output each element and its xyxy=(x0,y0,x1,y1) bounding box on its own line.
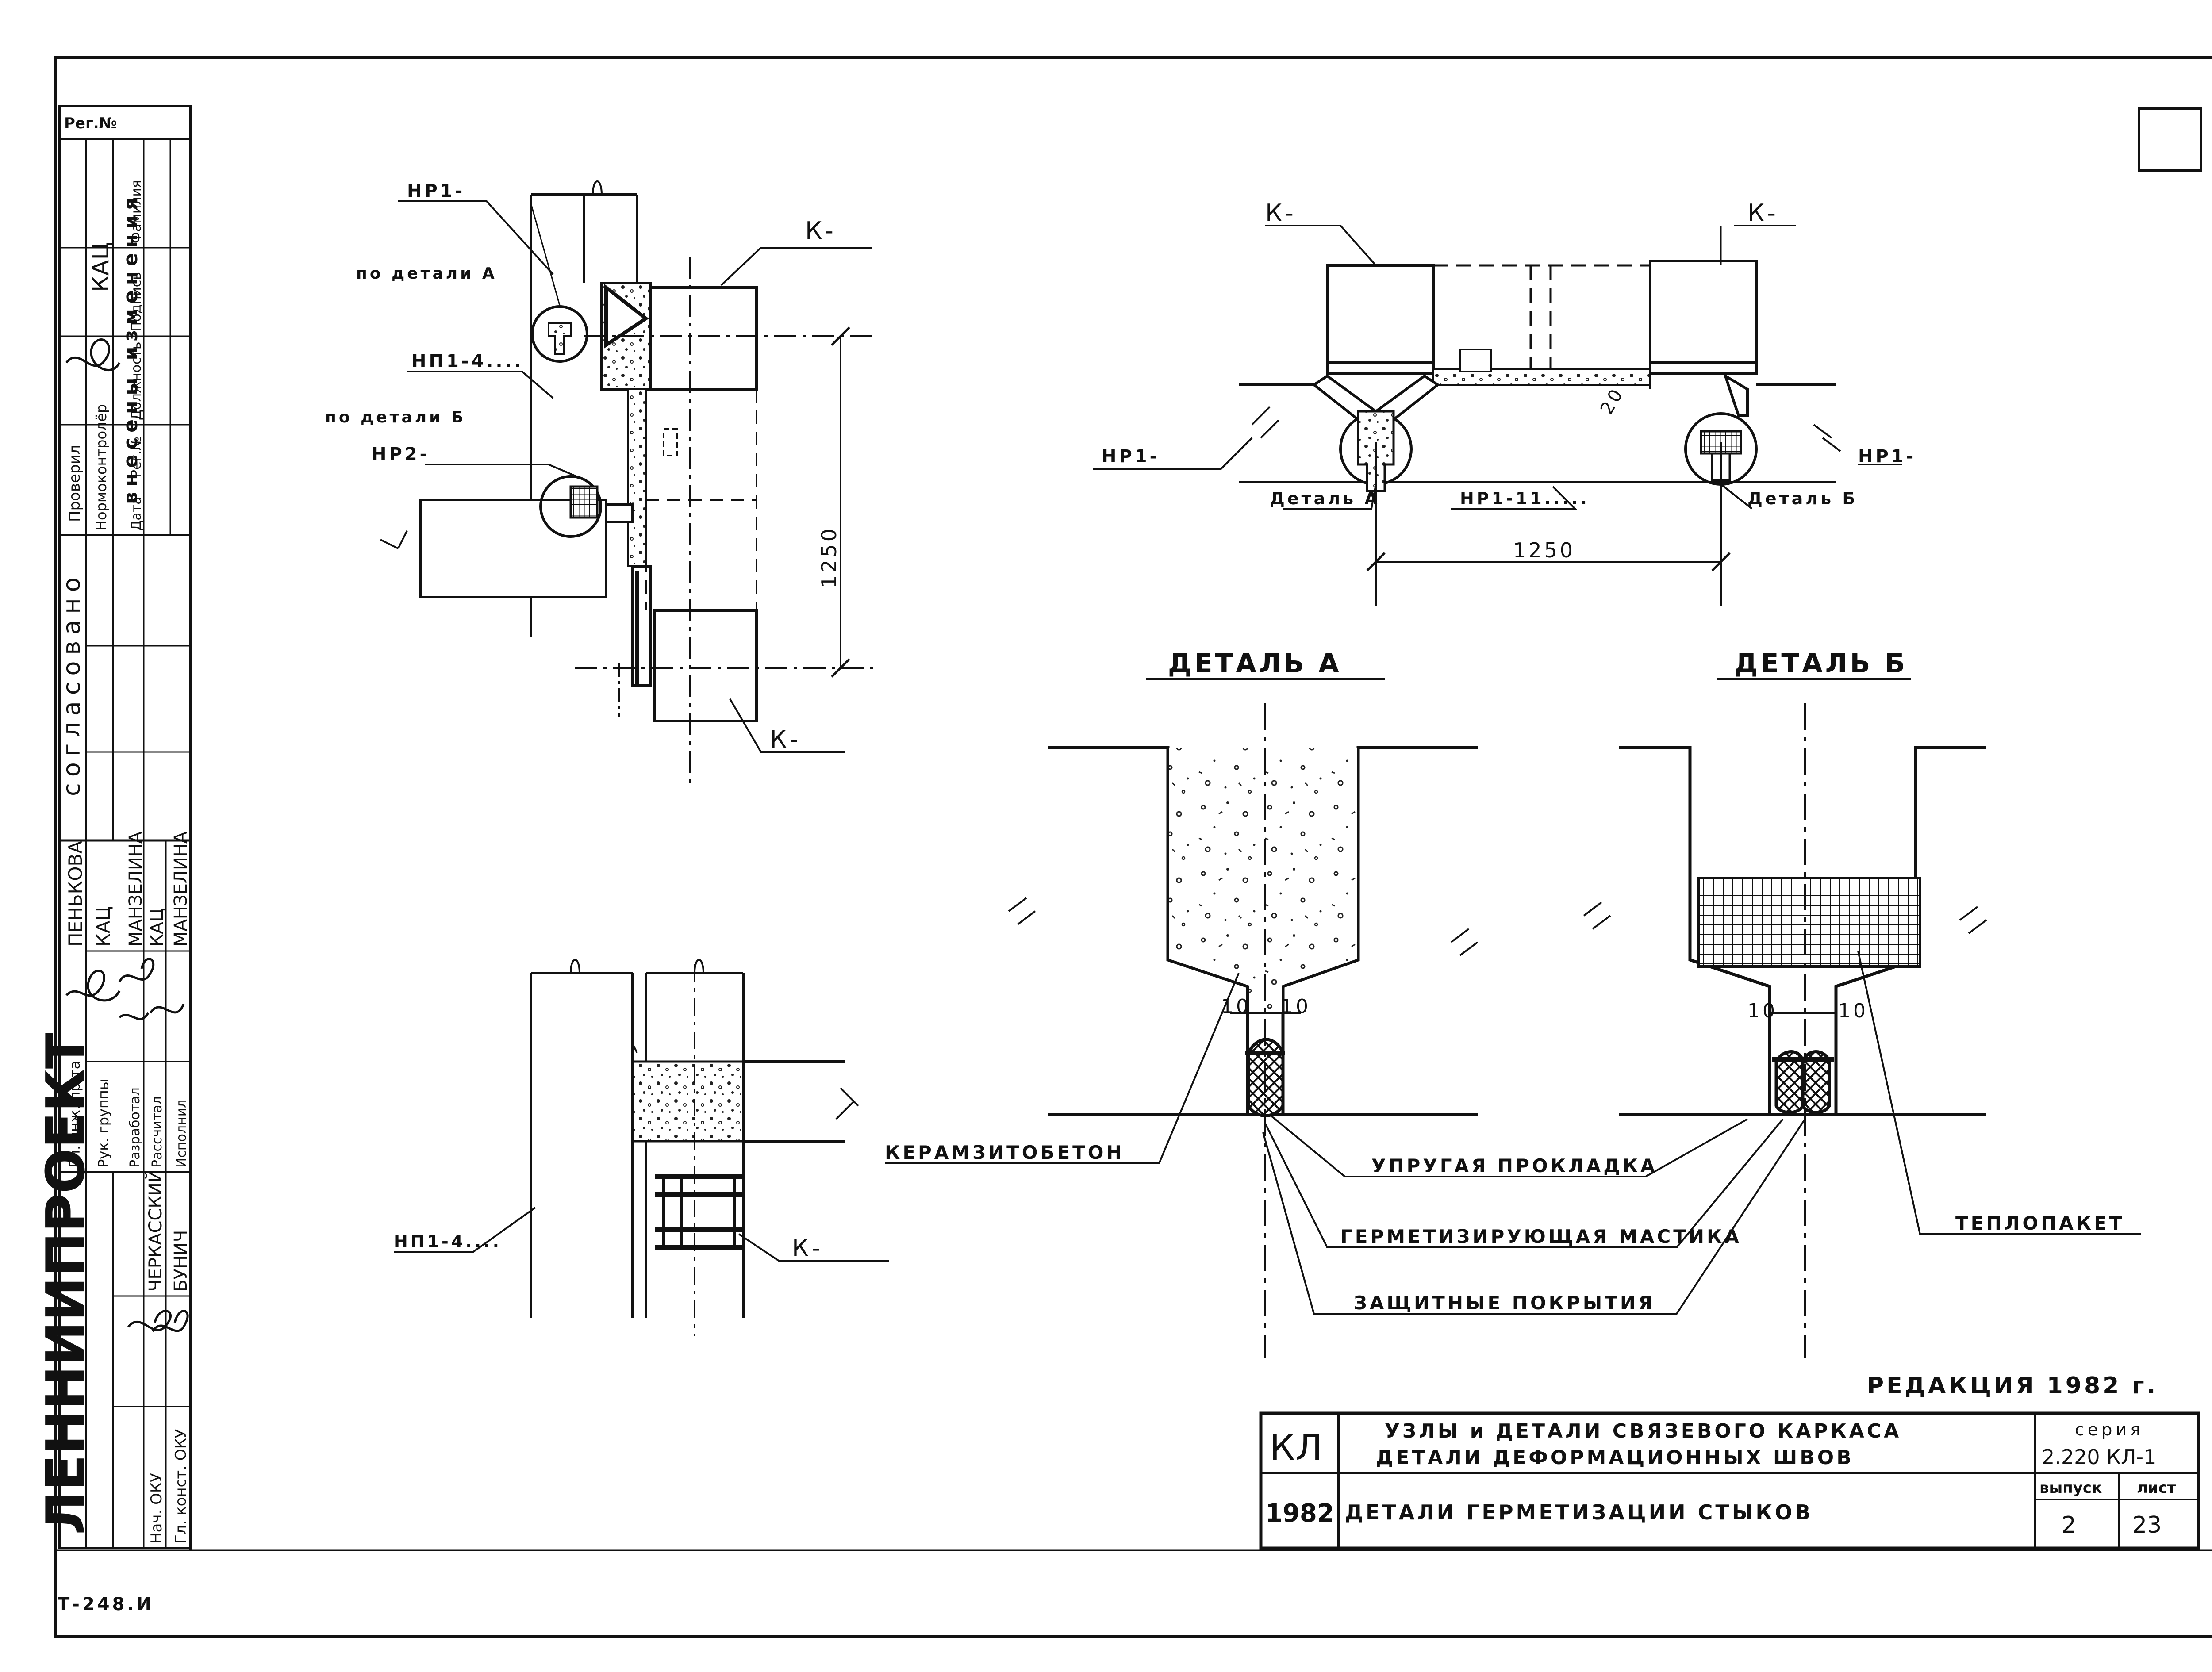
detail-b-gap-right: 10 xyxy=(1838,1000,1868,1022)
section-bottom-left-labels: НП1-4.... К- xyxy=(394,1232,823,1262)
label-detal-b: Деталь Б xyxy=(1747,489,1858,508)
tb-issue-value: 2 xyxy=(2062,1512,2076,1538)
plan-top-left-labels: НР1- по детали А НП1-4.... по детали Б Н… xyxy=(325,181,841,753)
signature-developed xyxy=(118,958,155,983)
label-np2: НР2- xyxy=(372,444,430,464)
signature-executed xyxy=(149,1004,185,1014)
changes-header: внесены изменения xyxy=(119,192,142,504)
name-chief-constructor: БУНИЧ xyxy=(171,1230,191,1292)
label-k-bottom-left: К- xyxy=(770,725,801,753)
callout-keramzitobeton: КЕРАМЗИТОБЕТОН xyxy=(885,1142,1125,1163)
role-developed: Разработал xyxy=(127,1087,143,1168)
name-head-oku: ЧЕРКАССКИЙ xyxy=(145,1169,166,1292)
tb-issue-label: выпуск xyxy=(2039,1479,2102,1497)
signature-chief-engineer xyxy=(65,970,121,1002)
agreed-label: согласовано xyxy=(58,571,85,796)
label-k-top-left: К- xyxy=(805,217,836,245)
change-col-signature: Подпись xyxy=(129,272,144,332)
signature-head-oku xyxy=(127,1310,172,1331)
label-np1-4-bottom: НП1-4.... xyxy=(394,1232,502,1251)
edition-note: РЕДАКЦИЯ 1982 г. xyxy=(1867,1373,2158,1399)
tb-year: 1982 xyxy=(1265,1499,1334,1528)
detail-a-gap-right: 10 xyxy=(1281,995,1311,1018)
norm-control-label: Нормоконтролёр xyxy=(93,404,110,531)
role-executed: Исполнил xyxy=(174,1100,189,1168)
role-chief-engineer: Гл. инж. пр-та xyxy=(66,1061,83,1168)
label-np1-4-top: НП1-4.... xyxy=(411,351,524,372)
dim-1250-top-left: 1250 xyxy=(817,526,841,588)
detail-b-title: ДЕТАЛЬ Б xyxy=(1734,648,1908,679)
dim-1250-top-right: 1250 xyxy=(1513,538,1575,562)
role-head-oku: Нач. ОКУ xyxy=(148,1473,165,1544)
role-chief-constructor: Гл. конст. ОКУ xyxy=(172,1429,190,1544)
callout-teplopaket: ТЕПЛОПАКЕТ xyxy=(1955,1212,2124,1234)
tb-sheet-title: ДЕТАЛИ ГЕРМЕТИЗАЦИИ СТЫКОВ xyxy=(1345,1500,1813,1524)
bottom-code: Т-248.И xyxy=(58,1594,154,1614)
name-calculated: КАЦ xyxy=(147,908,167,947)
role-calculated: Рассчитал xyxy=(150,1096,165,1168)
label-po-detali-b: по детали Б xyxy=(325,408,466,426)
detail-a-labels: ДЕТАЛЬ А 10 10 xyxy=(1168,648,1342,1018)
callout-mastika: ГЕРМЕТИЗИРУЮЩАЯ МАСТИКА xyxy=(1340,1226,1742,1247)
change-col-date: Дата xyxy=(129,496,144,531)
name-chief-engineer: ПЕНЬКОВА xyxy=(65,841,86,947)
label-np1-11: НР1-11..... xyxy=(1460,489,1590,508)
title-block-texts: КЛ 1982 УЗЛЫ и ДЕТАЛИ СВЯЗЕВОГО КАРКАСА … xyxy=(1265,1420,2176,1538)
callout-pokrytiya: ЗАЩИТНЫЕ ПОКРЫТИЯ xyxy=(1354,1292,1655,1314)
label-k-top-right-1: К- xyxy=(1265,199,1296,227)
plan-top-left xyxy=(380,180,876,787)
side-stamp-texts: ЛЕННИИПРОЕКТ согласовано внесены изменен… xyxy=(35,180,191,1544)
dim-20: 20 xyxy=(1597,384,1628,418)
detail-a-title: ДЕТАЛЬ А xyxy=(1168,648,1342,679)
label-k-bottom: К- xyxy=(792,1234,823,1262)
signature-chief-constructor xyxy=(151,1310,189,1332)
callout-labels: КЕРАМЗИТОБЕТОН УПРУГАЯ ПРОКЛАДКА ГЕРМЕТИ… xyxy=(885,1142,2124,1314)
tb-sheet-label: лист xyxy=(2137,1479,2176,1497)
signatures xyxy=(65,338,189,1332)
name-group-head: КАЦ xyxy=(92,906,114,947)
label-po-detali-a: по детали А xyxy=(356,265,497,283)
checked-label: Проверил xyxy=(66,445,84,522)
tb-title-line2: ДЕТАЛИ ДЕФОРМАЦИОННЫХ ШВОВ xyxy=(1376,1446,1854,1469)
tb-title-line1: УЗЛЫ и ДЕТАЛИ СВЯЗЕВОГО КАРКАСА xyxy=(1385,1420,1901,1442)
detail-a-drawing xyxy=(885,678,1806,1358)
side-stamp xyxy=(58,105,192,1549)
tb-series-label: серия xyxy=(2075,1420,2144,1439)
plan-top-right-labels: К- К- НР1- НР1- Деталь А НР1-11..... Дет… xyxy=(1102,199,1916,562)
label-np1-left: НР1- xyxy=(1102,446,1160,467)
callout-uprugaya: УПРУГАЯ ПРОКЛАДКА xyxy=(1371,1155,1658,1177)
signature-checked xyxy=(65,338,121,372)
name-developed: МАНЗЕЛИНА xyxy=(126,831,146,947)
name-executed: МАНЗЕЛИНА xyxy=(171,831,191,947)
change-col-regno: Рег.№ xyxy=(129,437,144,478)
title-block xyxy=(1259,1411,2200,1550)
role-group-head: Рук. группы xyxy=(95,1079,112,1168)
sheet-frame xyxy=(54,56,2212,1638)
tb-series-value: 2.220 КЛ-1 xyxy=(2042,1445,2156,1469)
label-np1-top: НР1- xyxy=(407,181,465,201)
detail-b-drawing xyxy=(1583,678,2141,1358)
change-col-position: Должность xyxy=(129,341,144,420)
label-k-top-right-2: К- xyxy=(1747,199,1778,227)
checked-name: КАЦ xyxy=(88,242,114,292)
section-bottom-left xyxy=(394,959,889,1336)
signature-calculated xyxy=(119,1012,150,1020)
label-np1-right: НР1- xyxy=(1858,446,1916,467)
detail-b-gap-left: 10 xyxy=(1747,1000,1778,1022)
reg-no-label: Рег.№ xyxy=(64,115,117,132)
tb-sheet-value: 23 xyxy=(2132,1512,2162,1538)
plan-top-right xyxy=(1093,225,1902,606)
org-name: ЛЕННИИПРОЕКТ xyxy=(35,1032,97,1535)
sheet-corner-box xyxy=(2138,107,2202,172)
tb-code: КЛ xyxy=(1270,1427,1323,1468)
label-detal-a: Деталь А xyxy=(1270,489,1380,508)
change-col-surname: Фамилия xyxy=(129,180,144,243)
detail-b-labels: ДЕТАЛЬ Б 10 10 xyxy=(1734,648,1908,1022)
detail-a-gap-left: 10 xyxy=(1221,995,1251,1018)
